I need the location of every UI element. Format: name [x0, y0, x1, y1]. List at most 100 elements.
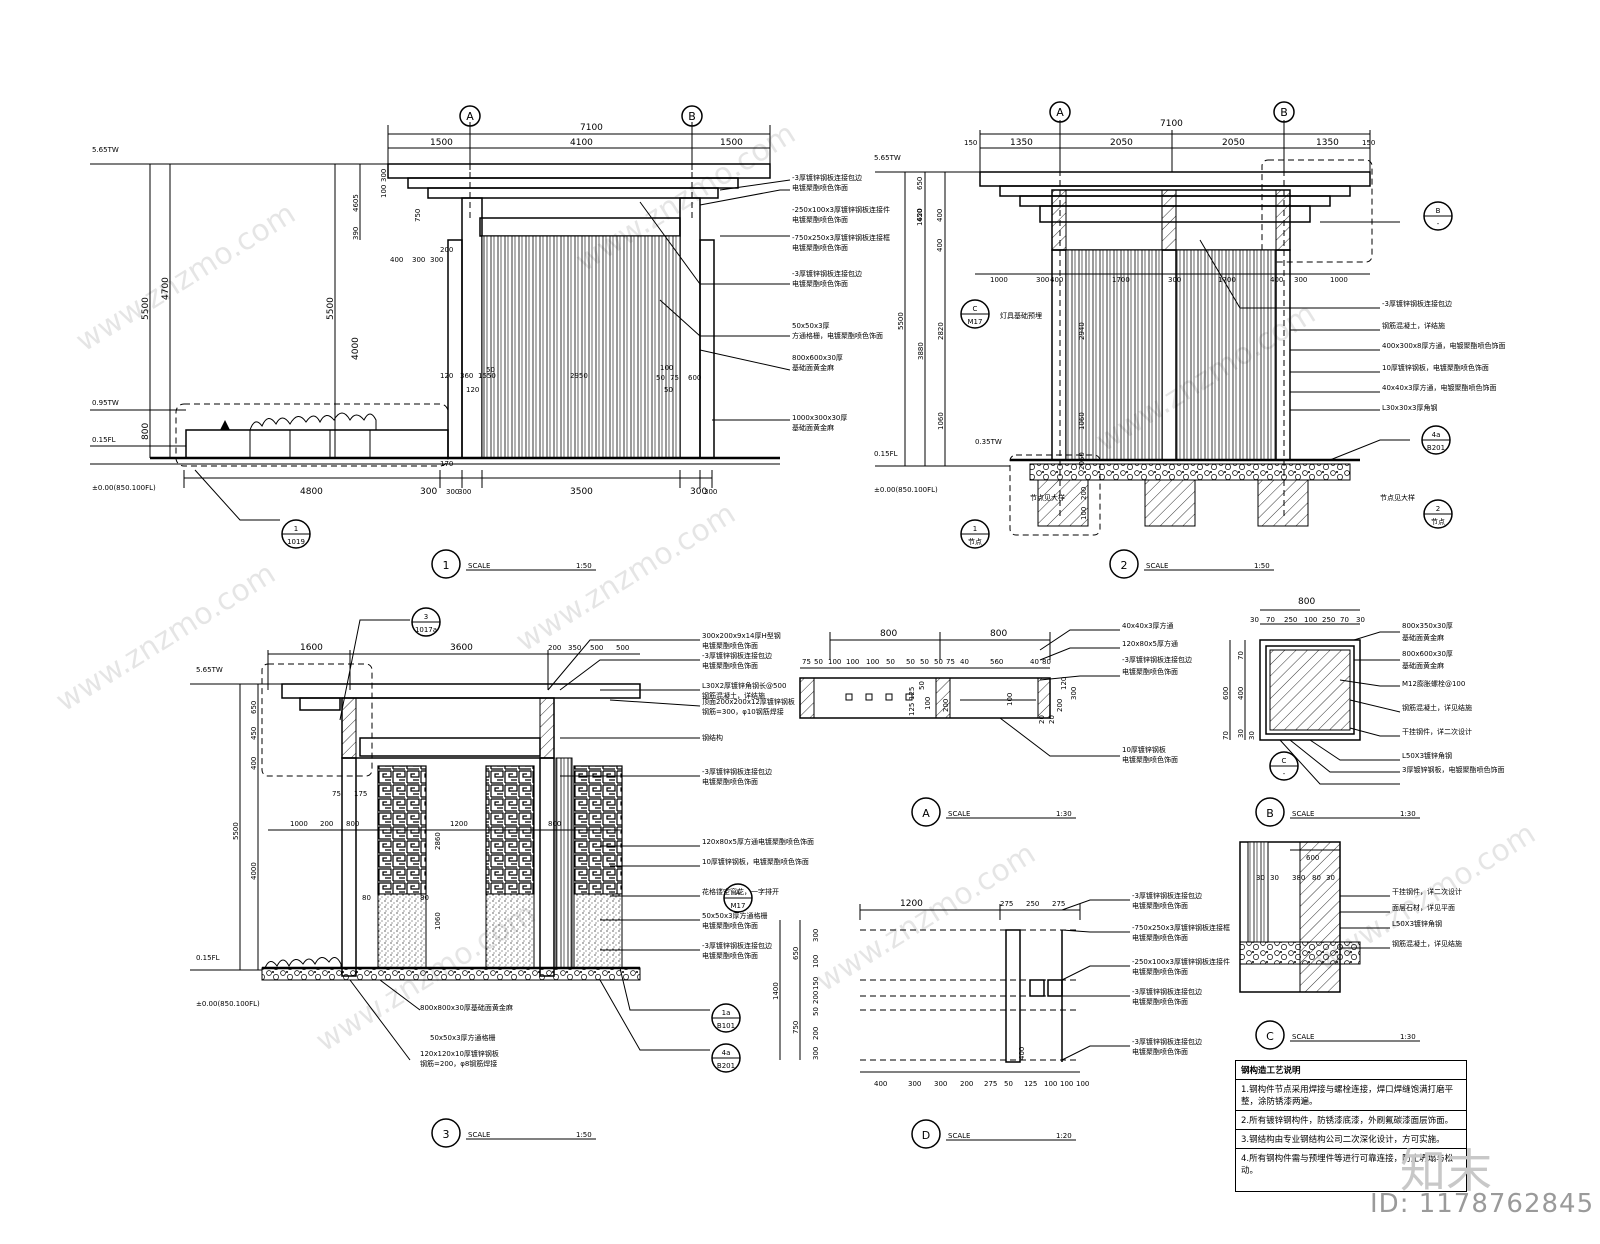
elevation-mark: 5.65TW	[874, 154, 901, 162]
annotation-note: -3厚镀锌钢板连接包边	[1382, 299, 1452, 308]
annotation-note: -3厚镀锌钢板连接包边	[792, 269, 862, 278]
reference-sheet: B201	[1427, 444, 1445, 452]
dimension-label: 100	[1080, 507, 1088, 520]
dimension-label: 650	[792, 947, 800, 960]
annotation-note: 10厚镀锌钢板，电镀聚酯喷色饰面	[1382, 363, 1489, 372]
annotation-note: 50x50x3厚	[792, 322, 830, 330]
view-number-circle-label: B	[1266, 807, 1274, 820]
view-number-circle	[911, 1119, 941, 1149]
dimension-label: 200	[960, 1080, 973, 1088]
annotation-note: 10厚镀锌钢板，电镀聚酯喷色饰面	[702, 857, 809, 866]
view-number-circle-label: C	[1266, 1030, 1274, 1043]
annotation-note: 400x300x8厚方通，电镀聚酯喷色饰面	[1382, 341, 1505, 350]
annotation-note: 灯具基础预埋	[1000, 311, 1042, 320]
dimension-label: 400	[390, 256, 403, 264]
elevation-mark: 5.65TW	[196, 666, 223, 674]
reference-sheet: M17	[968, 318, 983, 326]
dimension-label: 4605	[352, 194, 360, 212]
reference-sheet: 1019	[287, 538, 305, 546]
reference-number: 4a	[722, 1049, 731, 1057]
dimension-label: 50	[812, 1007, 820, 1016]
annotation-note: L30x30x3厚角钢	[1382, 403, 1437, 412]
annotation-note: -3厚镀锌钢板连接包边	[792, 173, 862, 182]
dimension-label: 600	[1222, 687, 1230, 700]
axis-bubble-a-label: A	[466, 110, 474, 123]
dimension-label: 70	[1222, 731, 1230, 740]
annotation-note: 40x40x3厚方通	[1122, 621, 1174, 630]
view-number-circle	[431, 1118, 461, 1148]
dimension-label: 2860	[434, 832, 442, 850]
annotation-note: 花格镂空窗花，一字排开	[702, 887, 779, 896]
annotation-note: 节点见大样	[1380, 493, 1415, 502]
view-2-elevation	[875, 120, 1410, 536]
dimension-label: 300	[1294, 276, 1307, 284]
annotation-note: 电镀聚酯喷色饰面	[702, 921, 758, 930]
dimension-label: 1620	[916, 208, 924, 226]
dimension-label: 300	[380, 169, 388, 182]
dimension-label: 50	[814, 658, 823, 666]
dimension-label: 100	[1006, 693, 1014, 706]
dimension-label: 5500	[232, 822, 240, 840]
view-3-section	[190, 619, 710, 1061]
spec-notes-table: 钢构造工艺说明 1.钢构件节点采用焊接与螺栓连接，焊口焊缝饱满打磨平整，涂防锈漆…	[1235, 1060, 1467, 1192]
dimension-label: 150	[1362, 139, 1375, 147]
dimension-label: 800	[141, 423, 151, 440]
annotation-note: 1000x300x30厚	[792, 414, 847, 422]
dimension-label: 7100	[1160, 119, 1183, 129]
brand-logo-text: 知末	[1400, 1144, 1492, 1198]
dimension-label: 1500	[720, 138, 743, 148]
dimension-label: 250	[1322, 616, 1335, 624]
annotation-note: 钢筋=200，φ8钢筋焊接	[420, 1059, 497, 1068]
dimension-label: 400	[1270, 276, 1283, 284]
reference-number: C	[1282, 757, 1287, 765]
scale-value: 1:50	[576, 1131, 592, 1139]
dimension-label: 40	[1030, 658, 1039, 666]
dimension-label: 1350	[1010, 138, 1033, 148]
annotation-note: -250x100x3厚镀锌钢板连接件	[792, 205, 890, 214]
annotation-note: -3厚镀锌钢板连接包边	[1132, 891, 1202, 900]
view-1-elevation	[90, 122, 791, 521]
dimension-label: 125	[908, 687, 916, 700]
spec-title: 钢构造工艺说明	[1236, 1061, 1466, 1080]
dimension-label: 400	[1050, 276, 1063, 284]
dimension-label: 300	[908, 1080, 921, 1088]
dimension-label: 250	[1026, 900, 1039, 908]
detail-c	[1239, 841, 1390, 993]
dimension-label: 100	[660, 364, 673, 372]
dimension-label: 500	[616, 644, 629, 652]
detail-b	[1229, 609, 1401, 785]
dimension-label: 800	[548, 820, 561, 828]
annotation-note: 800x350x30厚	[1402, 622, 1453, 630]
annotation-note: -3厚镀锌钢板连接包边	[1132, 1037, 1202, 1046]
annotation-note: 钢筋混凝土，详见结施	[1402, 703, 1472, 712]
annotation-note: 电镀聚酯喷色饰面	[1132, 901, 1188, 910]
reference-number: B	[1436, 207, 1441, 215]
elevation-mark: 0.15FL	[874, 450, 898, 458]
annotation-note: 120x80x5厚方通	[1122, 639, 1178, 648]
annotation-note: 电镀聚酯喷色饰面	[702, 641, 758, 650]
elevation-mark: ±0.00(850.100FL)	[92, 484, 156, 492]
dimension-label: 120	[440, 372, 453, 380]
spec-item: 2.所有镀锌钢构件，防锈漆底漆，外刷氟碳漆面层饰面。	[1236, 1111, 1466, 1130]
dimension-label: 120	[1060, 677, 1068, 690]
annotation-note: 120x120x10厚镀锌钢板	[420, 1049, 499, 1058]
scale-label: SCALE	[468, 562, 490, 570]
dimension-label: 2950	[570, 372, 588, 380]
annotation-note: L30X2厚镀锌角钢长@500	[702, 681, 786, 690]
dimension-label: 2940	[1078, 322, 1086, 340]
dimension-label: 300	[412, 256, 425, 264]
dimension-label: 400	[936, 209, 944, 222]
dimension-label: 30	[1248, 731, 1256, 740]
annotation-note: 干挂钢件，详二次设计	[1402, 727, 1472, 736]
scale-label: SCALE	[1146, 562, 1168, 570]
annotation-note: -3厚镀锌钢板连接包边	[1122, 655, 1192, 664]
dimension-label: 200	[320, 820, 333, 828]
dimension-label: 80	[362, 894, 371, 902]
dimension-label: 390	[352, 227, 360, 240]
dimension-label: 300	[420, 487, 437, 497]
view-number-circle-label: D	[922, 1129, 930, 1142]
dimension-label: 150	[964, 139, 977, 147]
reference-sheet: 节点	[1431, 518, 1445, 526]
annotation-note: 基础面黄金麻	[792, 363, 834, 372]
